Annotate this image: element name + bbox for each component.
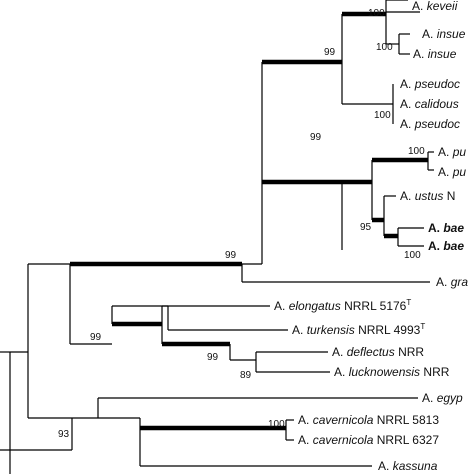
taxon-label: A. pu xyxy=(438,165,466,179)
support-value: 99 xyxy=(324,47,336,58)
taxon-label: A. elongatus NRRL 5176T xyxy=(274,298,411,313)
taxon-label: A. turkensis NRRL 4993T xyxy=(292,322,425,337)
taxon-label: A. kassuna xyxy=(378,459,438,473)
support-value: 100 xyxy=(268,419,285,430)
taxon-label: A. ustus N xyxy=(400,189,455,203)
taxon-label: A. pseudoc xyxy=(400,117,460,131)
support-value: 89 xyxy=(240,370,252,381)
taxon-label: A. bae xyxy=(428,239,464,253)
support-value: 100 xyxy=(408,146,425,157)
taxon-label: A. pseudoc xyxy=(400,77,460,91)
taxon-label: A. gra xyxy=(436,275,468,289)
taxon-label: A. cavernicola NRRL 5813 xyxy=(298,413,439,427)
taxon-label: A. deflectus NRR xyxy=(332,345,424,359)
taxon-label: A. insue xyxy=(413,47,457,61)
taxon-label: A. insue xyxy=(422,27,466,41)
taxon-label: A. cavernicola NRRL 6327 xyxy=(298,433,439,447)
support-value: 93 xyxy=(58,429,70,440)
taxon-label: A. egyp xyxy=(422,391,463,405)
support-value: 99 xyxy=(90,332,102,343)
taxon-label: A. pu xyxy=(438,145,466,159)
support-value: 100 xyxy=(404,250,421,261)
support-values: 100 99 100 100 99 100 95 100 99 99 99 89… xyxy=(58,8,425,440)
support-value: 95 xyxy=(360,222,372,233)
support-value: 100 xyxy=(376,42,393,53)
support-value: 99 xyxy=(310,132,322,143)
tree-branches xyxy=(0,0,434,474)
support-value: 100 xyxy=(368,8,385,19)
taxon-label: A. keveii xyxy=(412,0,458,13)
taxon-label: A. lucknowensis NRR xyxy=(334,365,450,379)
taxon-label: A. bae xyxy=(428,221,464,235)
taxon-label: A. calidous xyxy=(400,97,459,111)
support-value: 99 xyxy=(207,352,219,363)
taxon-labels: A. keveii A. insue A. insue A. pseudoc A… xyxy=(274,0,468,473)
support-value: 100 xyxy=(374,110,391,121)
support-value: 99 xyxy=(225,250,237,261)
